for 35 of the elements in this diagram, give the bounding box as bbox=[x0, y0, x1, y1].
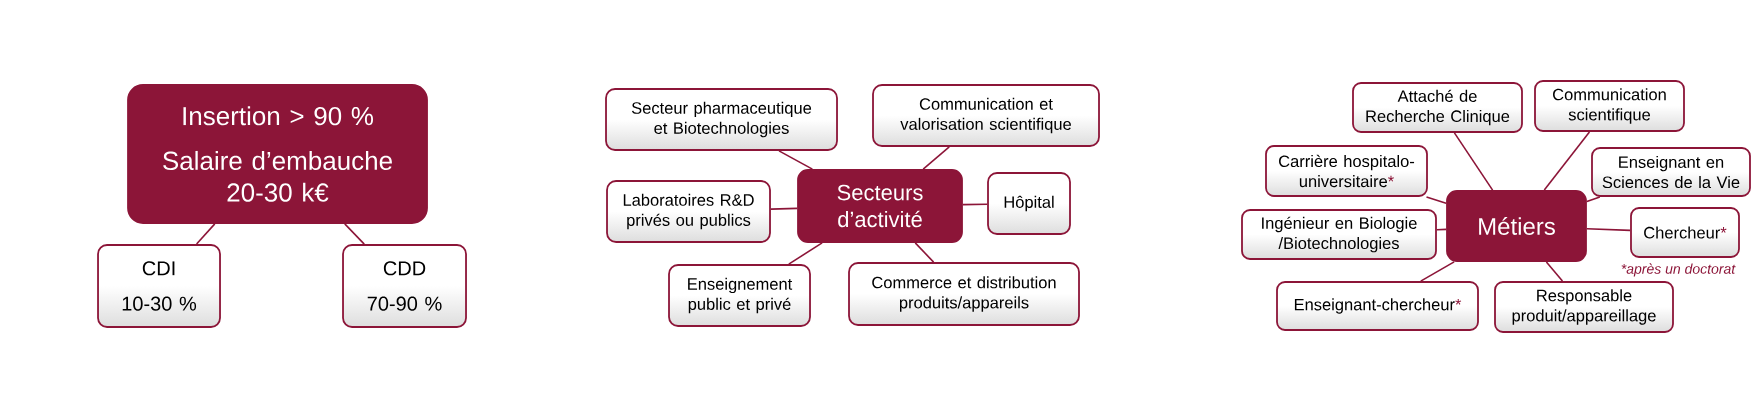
connector-line bbox=[778, 150, 814, 170]
connector-line bbox=[1419, 261, 1455, 282]
connector-line bbox=[770, 207, 798, 210]
info-box: Communication scientifique bbox=[1534, 80, 1685, 132]
info-box: Communication et valorisation scientifique bbox=[872, 84, 1100, 147]
connector-line bbox=[343, 223, 366, 245]
info-box: Enseignant-chercheur* bbox=[1276, 281, 1479, 331]
info-box: Enseignant en Sciences de la Vie bbox=[1591, 147, 1751, 197]
connector-line bbox=[1586, 227, 1631, 232]
info-box: CDD 70-90 % bbox=[342, 244, 467, 328]
info-box: CDI 10-30 % bbox=[97, 244, 221, 328]
info-box: Attaché de Recherche Clinique bbox=[1352, 82, 1523, 133]
connector-line bbox=[195, 223, 216, 245]
connector-line bbox=[962, 203, 988, 206]
info-box: Carrière hospitalo-universitaire* bbox=[1265, 145, 1428, 197]
connector-line bbox=[1586, 196, 1601, 203]
connector-line bbox=[1436, 228, 1447, 231]
connector-line bbox=[788, 242, 823, 265]
hub-box: Secteurs d’activité bbox=[797, 169, 963, 243]
info-box: Chercheur* bbox=[1630, 207, 1740, 258]
connector-line bbox=[1425, 196, 1447, 205]
info-box: Secteur pharmaceutique et Biotechnologies bbox=[605, 88, 838, 151]
connector-line bbox=[1453, 132, 1494, 191]
info-box: Responsable produit/appareillage bbox=[1494, 281, 1674, 333]
connector-line bbox=[922, 146, 951, 170]
info-box: Laboratoires R&D privés ou publics bbox=[606, 180, 771, 243]
hub-box: Métiers bbox=[1446, 190, 1587, 262]
connector-line bbox=[914, 242, 935, 263]
footnote: *après un doctorat bbox=[1621, 263, 1736, 277]
info-box: Enseignement public et privé bbox=[668, 264, 811, 327]
info-box: Hôpital bbox=[987, 172, 1071, 235]
connector-line bbox=[1545, 261, 1564, 282]
hub-box: Insertion > 90 % Salaire d’embauche 20-30 k€ bbox=[127, 84, 428, 224]
info-box: Commerce et distribution produits/appareils bbox=[848, 262, 1080, 326]
info-box: Ingénieur en Biologie /Biotechnologies bbox=[1241, 209, 1437, 260]
